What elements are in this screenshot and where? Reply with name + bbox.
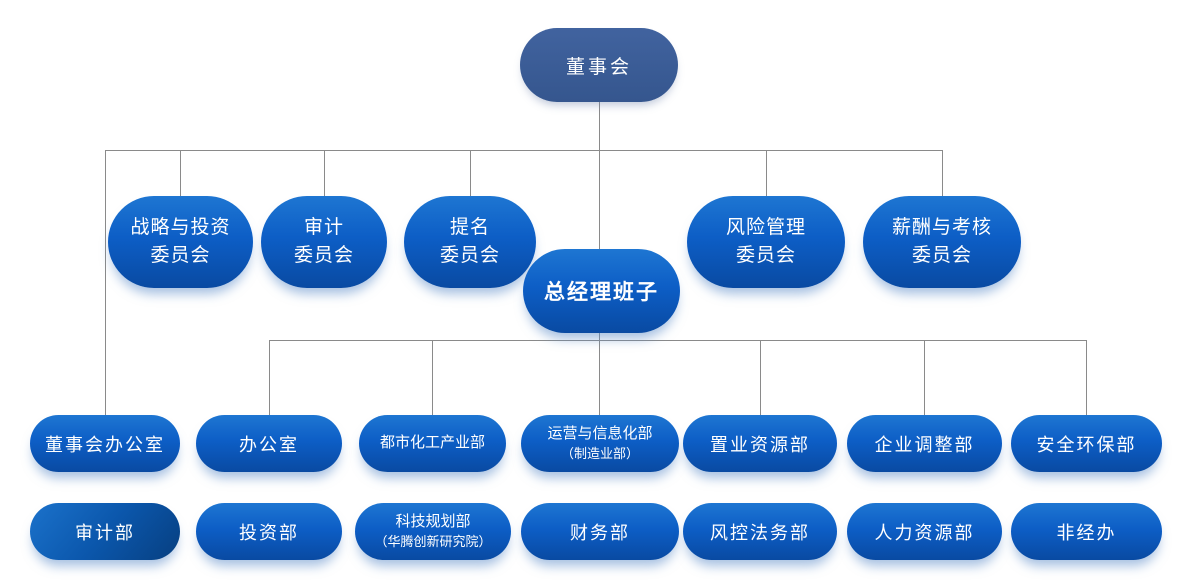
org-node-non-operating-office: 非经办 — [1011, 503, 1162, 560]
connector-committee-1-drop — [180, 150, 181, 196]
node-label: 科技规划部 — [395, 513, 471, 530]
org-node-board-office: 董事会办公室 — [30, 415, 180, 472]
connector-committee-2-drop — [324, 150, 325, 196]
node-label: 委员会 — [439, 245, 500, 266]
connector-committee-4-drop — [766, 150, 767, 196]
node-sublabel: （华腾创新研究院） — [374, 533, 492, 549]
connector-dept-2-drop — [432, 340, 433, 415]
org-node-office: 办公室 — [196, 415, 342, 472]
org-node-committee-nomination: 提名 委员会 — [404, 196, 536, 288]
org-node-operations-informatization: 运营与信息化部 （制造业部） — [521, 415, 679, 472]
org-node-finance-department: 财务部 — [521, 503, 679, 560]
org-node-general-manager-team: 总经理班子 — [523, 249, 680, 333]
connector-dept-5-drop — [924, 340, 925, 415]
node-label: 都市化工产业部 — [379, 435, 485, 451]
org-node-committee-strategy-investment: 战略与投资 委员会 — [108, 196, 253, 288]
node-label: 企业调整部 — [874, 434, 975, 455]
connector-gm-down — [599, 333, 600, 340]
connector-dept-6-drop — [1086, 340, 1087, 415]
org-node-tech-planning: 科技规划部 （华腾创新研究院） — [355, 503, 511, 560]
node-label: 投资部 — [239, 522, 299, 543]
node-label: 董事会 — [565, 56, 632, 78]
connector-committee-3-drop — [470, 150, 471, 196]
connector-top-horizontal — [105, 150, 943, 151]
connector-dept-1-drop — [269, 340, 270, 415]
org-node-realestate-resources: 置业资源部 — [683, 415, 837, 472]
connector-board-down — [599, 102, 600, 150]
org-node-risk-legal-department: 风控法务部 — [683, 503, 837, 560]
node-label: 审计部 — [75, 522, 135, 543]
org-node-investment-department: 投资部 — [196, 503, 342, 560]
node-label: 运营与信息化部 — [547, 425, 653, 442]
org-node-enterprise-adjustment: 企业调整部 — [847, 415, 1002, 472]
node-label: 办公室 — [239, 434, 299, 455]
node-label: 委员会 — [911, 245, 972, 266]
node-sublabel: （制造业部） — [560, 445, 639, 461]
node-label: 置业资源部 — [710, 434, 810, 455]
node-label: 委员会 — [150, 245, 211, 266]
node-label: 风控法务部 — [710, 522, 810, 543]
org-node-safety-environment: 安全环保部 — [1011, 415, 1162, 472]
node-label: 总经理班子 — [544, 280, 659, 304]
org-node-urban-chemical-industry: 都市化工产业部 — [359, 415, 506, 472]
connector-mid-horizontal — [269, 340, 1086, 341]
node-label: 非经办 — [1056, 522, 1117, 543]
node-label: 委员会 — [293, 245, 354, 266]
org-node-committee-audit: 审计 委员会 — [261, 196, 387, 288]
connector-dept-4-drop — [760, 340, 761, 415]
org-node-board: 董事会 — [520, 28, 678, 102]
node-label: 财务部 — [570, 522, 630, 543]
node-label: 董事会办公室 — [45, 434, 165, 455]
org-node-audit-department: 审计部 — [30, 503, 180, 560]
org-node-hr-department: 人力资源部 — [847, 503, 1002, 560]
org-node-committee-compensation-assessment: 薪酬与考核 委员会 — [863, 196, 1021, 288]
org-node-committee-risk-management: 风险管理 委员会 — [687, 196, 845, 288]
node-label: 委员会 — [735, 245, 796, 266]
connector-dept-3-drop — [599, 340, 600, 415]
node-label: 审计 — [303, 216, 344, 238]
node-label: 战略与投资 — [130, 216, 231, 238]
node-label: 薪酬与考核 — [891, 216, 992, 238]
node-label: 安全环保部 — [1036, 434, 1137, 455]
node-label: 提名 — [449, 216, 490, 238]
connector-board-office-drop — [105, 150, 106, 415]
node-label: 风险管理 — [725, 216, 806, 238]
connector-committee-5-drop — [942, 150, 943, 196]
node-label: 人力资源部 — [874, 522, 975, 543]
connector-gm-drop — [599, 150, 600, 249]
